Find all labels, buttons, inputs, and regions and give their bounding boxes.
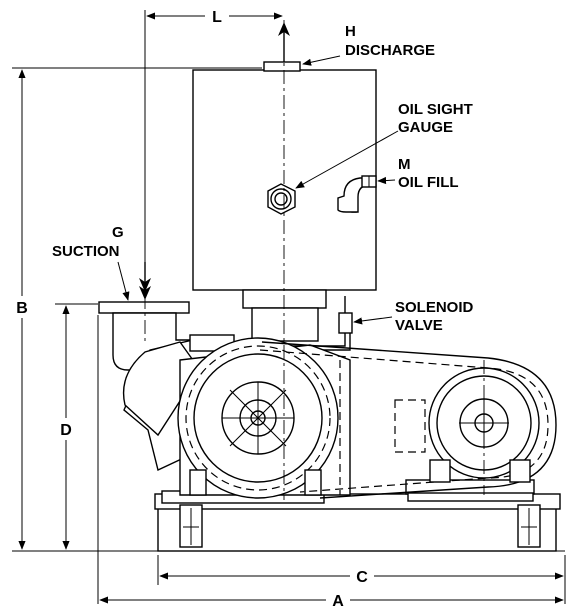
- dimension-labels: L B D C A: [12, 6, 374, 609]
- dim-label-a: A: [332, 593, 344, 609]
- suction-label: SUCTION: [52, 243, 120, 260]
- callout-leaders: [117, 55, 399, 325]
- base-frame: [150, 479, 565, 552]
- dim-label-b: B: [16, 300, 28, 317]
- solenoid-label-line2: VALVE: [395, 317, 443, 334]
- oil-fill-fitting: [337, 175, 377, 213]
- discharge-label: DISCHARGE: [345, 42, 435, 59]
- dim-label-l: L: [212, 9, 222, 26]
- oil-sight-label-line2: GAUGE: [398, 119, 453, 136]
- oil-sight-gauge: [267, 183, 296, 215]
- oil-fill-letter: M: [398, 156, 411, 173]
- suction-letter: G: [112, 224, 124, 241]
- callout-labels: H DISCHARGE OIL SIGHT GAUGE M OIL FILL G…: [52, 23, 474, 334]
- oil-fill-label: OIL FILL: [398, 174, 459, 191]
- solenoid-label-line1: SOLENOID: [395, 299, 474, 316]
- dim-label-d: D: [60, 422, 72, 439]
- oil-sight-label-line1: OIL SIGHT: [398, 101, 473, 118]
- vacuum-pump-head: [177, 337, 351, 499]
- dim-label-c: C: [356, 569, 368, 586]
- oil-reservoir-tank: [192, 61, 377, 342]
- discharge-letter: H: [345, 23, 356, 40]
